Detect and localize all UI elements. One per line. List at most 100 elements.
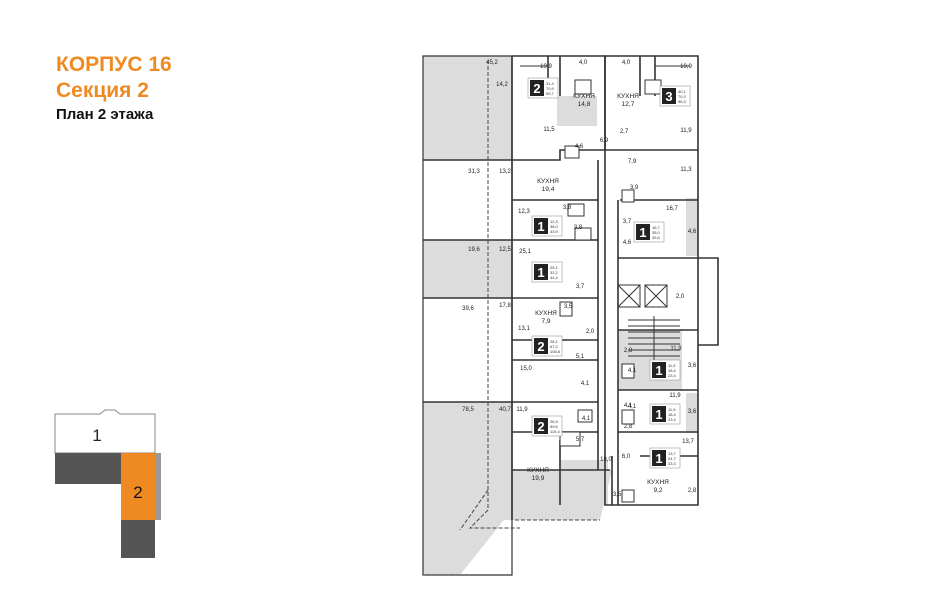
kitchen-name: КУХНЯ	[535, 310, 557, 317]
apartment-area-value: 43,9	[550, 229, 559, 234]
room-area-label: 11,3	[680, 167, 692, 173]
kitchen-area: 19,4	[542, 186, 555, 193]
room-area-label: 19,6	[468, 247, 480, 253]
apartment-area-value: 23,4	[668, 417, 677, 422]
room-area-label: 4,1	[581, 381, 590, 387]
room-area-label: 15,0	[520, 366, 532, 372]
room-area-label: 19,9	[540, 64, 552, 70]
room-area-label: 3,6	[688, 363, 697, 369]
room-area-label: 13,7	[682, 439, 694, 445]
floor-plan-fixtures	[559, 79, 662, 503]
room-area-label: 18,0	[600, 457, 612, 463]
apartment-area-value: 119,4	[550, 429, 560, 434]
apartment-area-value: 26,9	[550, 419, 559, 424]
apartment-area-value: 18,4	[668, 368, 677, 373]
room-area-label: 13,2	[499, 169, 511, 175]
apartment-room-count: 2	[537, 419, 544, 434]
room-area-label: 11,9	[670, 346, 682, 352]
room-area-label: 13,1	[518, 326, 530, 332]
apartment-room-count: 1	[537, 219, 544, 234]
floor-plan-outer-terrace	[423, 60, 600, 576]
apartment-area-value: 38,0	[550, 224, 559, 229]
apartment-area-value: 33,3	[668, 461, 677, 466]
room-area-label: 4,6	[688, 229, 697, 235]
apartment-area-value: 40,1	[678, 89, 687, 94]
room-area-label: 3,7	[623, 219, 632, 225]
apartment-room-count: 1	[655, 407, 662, 422]
room-area-label: 6,0	[622, 454, 631, 460]
room-area-label: 11,9	[516, 407, 528, 413]
room-area-label: 7,9	[628, 159, 637, 165]
room-area-label: 5,7	[576, 437, 585, 443]
apartment-room-count: 2	[533, 81, 540, 96]
apartment-area-value: 13,7	[668, 451, 677, 456]
kitchen-area: 9,2	[653, 487, 662, 494]
kitchen-area: 14,8	[578, 101, 591, 108]
key-plan-section-2[interactable]	[121, 453, 161, 520]
room-area-label: 3,6	[688, 409, 697, 415]
kitchen-area: 7,9	[541, 318, 550, 325]
stair-core	[617, 284, 680, 360]
room-area-label: 4,6	[623, 240, 632, 246]
room-area-label: 17,8	[499, 303, 511, 309]
apartment-area-value: 16,7	[652, 225, 661, 230]
apartment-area-value: 39,6	[652, 235, 661, 240]
apartment-room-count: 2	[537, 339, 544, 354]
apartment-area-value: 44,4	[550, 275, 559, 280]
title-block: КОРПУС 16 Секция 2 План 2 этажа	[56, 52, 172, 126]
apartment-room-count: 1	[537, 265, 544, 280]
apartment-area-value: 70,3	[678, 94, 687, 99]
apartment-area-value: 99,7	[546, 91, 555, 96]
key-plan-shade-right	[121, 520, 155, 558]
room-area-label: 2,0	[586, 329, 595, 335]
apartment-badge-apt-right-3[interactable]: 1 11,918,423,4	[649, 403, 681, 425]
building-title: КОРПУС 16	[56, 53, 172, 76]
apartment-area-value: 11,9	[668, 407, 676, 412]
room-area-label: 4,1	[582, 416, 591, 422]
apartment-area-value: 25,1	[550, 265, 559, 270]
apartment-room-count: 1	[655, 451, 662, 466]
room-area-label: 4,0	[622, 60, 631, 66]
apartment-room-count: 1	[655, 363, 662, 378]
kitchen-name: КУХНЯ	[647, 479, 669, 486]
room-area-label: 19,9	[680, 64, 692, 70]
apartment-badge-apt-right-1[interactable]: 1 16,735,039,6	[633, 221, 665, 243]
apartment-area-value: 35,0	[652, 230, 661, 235]
apartment-area-value: 59,6	[550, 424, 559, 429]
room-area-label: 11,5	[543, 127, 555, 133]
kitchen-area: 12,7	[622, 101, 635, 108]
apartment-area-value: 96,3	[678, 99, 687, 104]
kitchen-labels: КУХНЯ14,8КУХНЯ12,7КУХНЯ19,4КУХНЯ7,9КУХНЯ…	[527, 93, 669, 494]
kitchen-name: КУХНЯ	[527, 467, 549, 474]
room-area-label: 3,8	[563, 205, 572, 211]
apartment-room-count: 1	[639, 225, 646, 240]
apartment-area-value: 23,4	[668, 373, 677, 378]
room-area-label: 4,6	[575, 144, 584, 150]
apartment-area-value: 12,3	[550, 219, 559, 224]
floor-plan-title: План 2 этажа	[56, 106, 154, 123]
apartment-badge-apt-mid-1[interactable]: 1 12,338,043,9	[531, 215, 563, 237]
apartment-area-value: 18,4	[668, 412, 677, 417]
room-area-label: 2,8	[624, 424, 633, 430]
room-area-label: 6,9	[600, 138, 609, 144]
room-area-label: 3,5	[564, 304, 573, 310]
room-area-label: 12,5	[499, 247, 511, 253]
apartment-area-value: 67,2	[550, 344, 559, 349]
key-plan-label-2: 2	[133, 483, 142, 502]
apartment-area-value: 28,1	[550, 339, 559, 344]
room-area-label: 39,6	[462, 306, 474, 312]
